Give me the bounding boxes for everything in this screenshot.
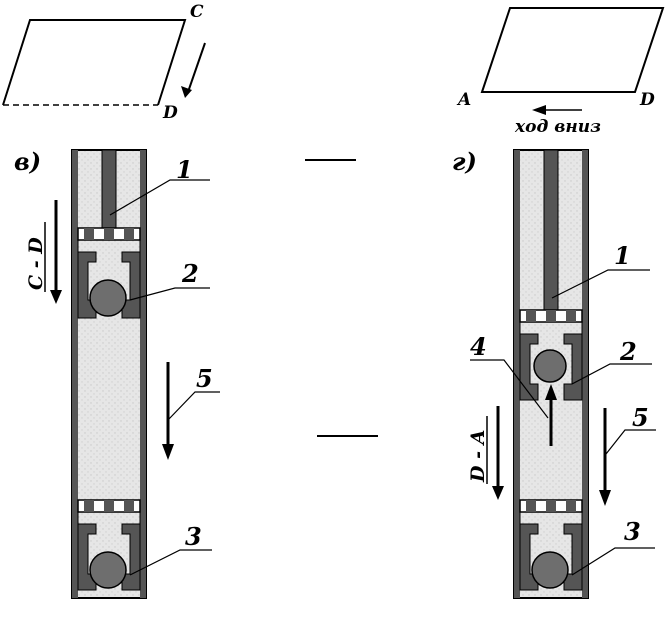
- parallelogram: [482, 8, 663, 92]
- plunger-rod: [544, 150, 558, 312]
- panel-g: г): [452, 147, 656, 598]
- stroke-label: C - D: [25, 237, 47, 290]
- callout-leader-5: [168, 392, 220, 420]
- callout-3: 3: [624, 517, 641, 546]
- parallelogram-solid-edge: [3, 20, 185, 105]
- flow-arrowhead: [599, 490, 611, 506]
- panel-label: г): [452, 147, 477, 176]
- barrel-wall-right: [140, 150, 146, 598]
- stroke-label: D - A: [467, 430, 489, 483]
- stroke-arrowhead: [492, 486, 504, 500]
- point-c-label: C: [190, 2, 204, 22]
- flow-arrowhead: [162, 444, 174, 460]
- callout-1: 1: [614, 241, 631, 270]
- callout-leader-5: [606, 430, 656, 454]
- callout-4: 4: [470, 332, 487, 361]
- barrel-wall-right: [582, 150, 588, 598]
- panel-v: в) C - D: [14, 147, 220, 598]
- standing-ball: [532, 552, 568, 588]
- plunger-rod: [102, 150, 116, 230]
- callout-2: 2: [619, 337, 637, 366]
- point-d-label: D: [162, 103, 178, 123]
- point-a-label: A: [456, 90, 471, 110]
- top-left-indicator: C D: [3, 2, 205, 123]
- callout-2: 2: [181, 259, 199, 288]
- callout-5: 5: [196, 364, 213, 393]
- callout-5: 5: [632, 403, 649, 432]
- callout-1: 1: [176, 155, 193, 184]
- plunger-ball: [90, 280, 126, 316]
- stroke-caption: ход вниз: [514, 117, 601, 137]
- stroke-direction-arrow: [188, 43, 205, 92]
- plunger-ball: [534, 350, 566, 382]
- standing-ball: [90, 552, 126, 588]
- point-d-label: D: [639, 90, 655, 110]
- stroke-arrowhead: [50, 290, 62, 304]
- barrel-wall-left: [72, 150, 78, 598]
- panel-label: в): [14, 147, 41, 176]
- top-right-indicator: A D ход вниз: [456, 8, 663, 137]
- stroke-direction-arrowhead: [532, 105, 546, 115]
- callout-3: 3: [185, 522, 202, 551]
